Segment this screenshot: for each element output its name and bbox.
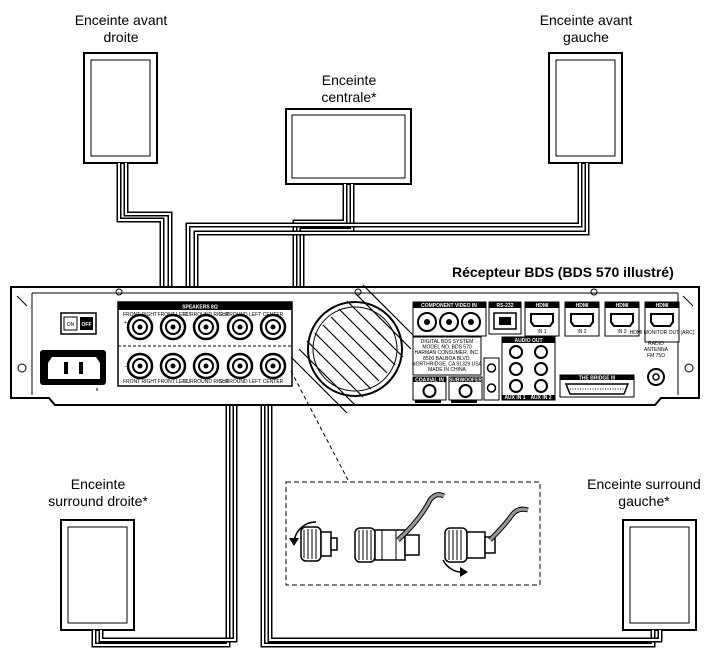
label-front-right: Enceinte avant droite (61, 12, 181, 46)
aux-in-1-label: AUX IN 1 (504, 395, 525, 401)
terminal-center: CENTERCENTER (259, 312, 287, 385)
subwoofer-out-label: SUBWOOFER (449, 378, 482, 384)
label-center-line1: Enceinte (321, 72, 377, 88)
speaker-front-left (548, 52, 623, 164)
digital-inputs: COAXIAL IN SUBWOOFER (412, 376, 483, 401)
antenna-label-1: RADIO (648, 341, 664, 347)
rating-line: MADE IN CHINA (428, 367, 466, 373)
label-surround-left: Enceinte surround gauche* (578, 476, 710, 510)
antenna-label-3: FM 75Ω (647, 353, 665, 359)
component-video-in: COMPONENT VIDEO IN (412, 301, 487, 337)
hdmi-label: HDMI (616, 303, 629, 309)
hdmi-in-label: IN 2 (577, 329, 586, 335)
label-surround-right: Enceinte surround droite* (28, 476, 168, 510)
label-center-line2: centrale* (321, 89, 377, 105)
ac-inlet (40, 350, 106, 385)
component-video-label: COMPONENT VIDEO IN (421, 303, 477, 309)
rs232-port: RS-232 (488, 301, 522, 335)
hdmi-in-1: HDMI IN 1 (524, 301, 560, 337)
trigger-jacks (483, 357, 500, 401)
cable-front-left (185, 163, 590, 312)
label-surround-right-line2: surround droite* (48, 493, 148, 509)
hdmi-label: HDMI (576, 303, 589, 309)
optical-inputs (415, 400, 477, 403)
label-front-left: Enceinte avant gauche (526, 12, 646, 46)
hdmi-label: HDMI (536, 303, 549, 309)
rating-line: 8500 BALBOA BLVD. (423, 356, 471, 362)
fm-antenna: RADIO ANTENNA FM 75Ω (644, 341, 669, 386)
label-center: Enceinte centrale* (289, 72, 409, 106)
power-switch: ON OFF (60, 312, 97, 335)
cable-surround-left (260, 330, 663, 648)
binding-post-wire (354, 492, 446, 563)
audio-out-label: AUDIO OUT (514, 338, 542, 344)
binding-post-unscrew (289, 521, 338, 562)
svg-text:HDMI: HDMI (656, 303, 669, 309)
label-front-left-line2: gauche (563, 29, 609, 45)
rs232-label: RS-232 (497, 303, 514, 309)
hdmi-in-label: IN 3 (617, 329, 626, 335)
svg-text:–: – (124, 364, 127, 370)
terminal-bottom-label: SURROUND RIGHT (183, 379, 229, 385)
label-surround-right-line1: Enceinte (70, 476, 126, 492)
label-surround-left-line1: Enceinte surround (587, 476, 701, 492)
receiver-title: Récepteur BDS (BDS 570 illustré) (452, 264, 674, 280)
hdmi-in-3: HDMI IN 3 (604, 301, 640, 337)
rating-line: MODEL NO. BDS 570 (422, 345, 471, 351)
fan-grill (290, 284, 420, 414)
label-front-right-line2: droite (103, 29, 139, 45)
speaker-front-right (83, 52, 158, 164)
cable-front-right (116, 163, 173, 312)
terminal-bottom-label: FRONT RIGHT (123, 379, 157, 385)
antenna-label-2: ANTENNA (644, 347, 669, 353)
bridge-dock-port: THE BRIDGE III (559, 374, 635, 398)
cable-center (292, 184, 355, 312)
hdmi-monitor-label: HDMI MONITOR OUT (ARC) (630, 330, 695, 336)
terminal-detail-inset (285, 481, 541, 586)
hdmi-in-label: IN 1 (537, 329, 546, 335)
terminal-bottom-label: FRONT LEFT (158, 379, 189, 385)
speaker-surround-left (622, 519, 697, 631)
speaker-center (285, 108, 412, 185)
terminal-bottom-label: SURROUND LEFT (219, 379, 262, 385)
audio-out-aux: AUDIO OUT AUX IN 1 AUX IN 2 (501, 336, 556, 401)
label-front-left-line1: Enceinte avant (539, 12, 633, 28)
svg-text:+: + (124, 320, 127, 326)
speaker-cables (91, 163, 663, 648)
power-off-label: OFF (82, 322, 92, 328)
hdmi-ports: HDMI IN 1 HDMI IN 2 HDMI IN 3 HDMI HDMI MONITOR… (524, 301, 695, 343)
cable-surround-right (91, 330, 238, 648)
hdmi-monitor-out: HDMI HDMI MONITOR OUT (ARC) (630, 301, 695, 343)
terminal-bottom-label: CENTER (263, 379, 284, 385)
speaker-surround-right (60, 519, 135, 631)
label-front-right-line1: Enceinte avant (74, 12, 168, 28)
bridge-label: THE BRIDGE III (579, 376, 616, 382)
rating-line: HARMAN CONSUMER, INC. (414, 350, 479, 356)
aux-in-2-label: AUX IN 2 (530, 395, 551, 401)
label-surround-left-line2: gauche* (618, 493, 670, 509)
power-on-label: ON (67, 322, 75, 328)
rating-line: DIGITAL BDS SYSTEM (421, 339, 474, 345)
binding-post-tighten (442, 506, 529, 577)
coaxial-label: COAXIAL IN (415, 378, 444, 384)
rating-line: NORTHRIDGE, CA 91329 USA (412, 361, 483, 367)
hdmi-in-2: HDMI IN 2 (564, 301, 600, 337)
speakers-header: SPEAKERS 8Ω (182, 305, 218, 311)
